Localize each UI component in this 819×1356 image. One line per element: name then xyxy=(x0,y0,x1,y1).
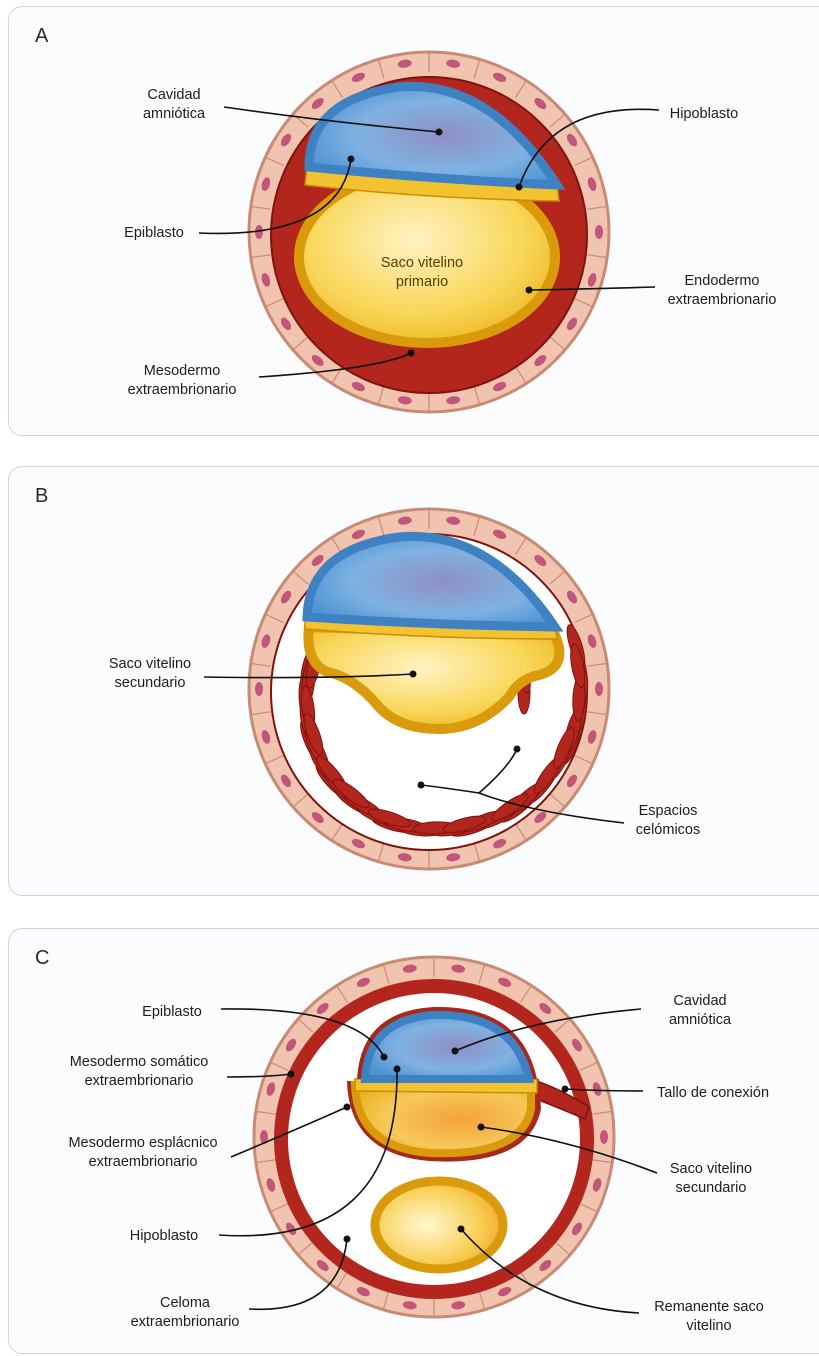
trophoblast-nucleus xyxy=(600,1130,608,1144)
diagram-a: Cavidad amniótica Hipoblasto Epiblasto S… xyxy=(9,7,819,437)
label-espacios-2: celómicos xyxy=(636,822,700,838)
secondary-yolk-sac xyxy=(355,1085,531,1153)
panel-a: A Ca xyxy=(8,6,819,436)
panel-c: C xyxy=(8,928,819,1354)
label-epiblasto: Epiblasto xyxy=(142,1004,202,1020)
label-hipoblasto: Hipoblasto xyxy=(670,106,739,122)
label-somatico-2: extraembrionario xyxy=(85,1073,194,1089)
label-mesodermo-2: extraembrionario xyxy=(128,382,237,398)
diagram-b: Saco vitelino secundario Espacios celómi… xyxy=(9,467,819,897)
trophoblast-nucleus xyxy=(595,225,603,239)
trophoblast-nucleus xyxy=(595,682,603,696)
label-saco-1: Saco vitelino xyxy=(109,656,191,672)
label-saco-2: secundario xyxy=(115,675,186,691)
label-hipoblasto: Hipoblasto xyxy=(130,1228,199,1244)
label-epiblasto: Epiblasto xyxy=(124,225,184,241)
label-saco-1: Saco vitelino xyxy=(381,255,463,271)
label-cavidad-2: amniótica xyxy=(669,1012,732,1028)
label-espacios-1: Espacios xyxy=(639,803,698,819)
label-celoma-2: extraembrionario xyxy=(131,1314,240,1330)
label-saco-2: secundario xyxy=(676,1180,747,1196)
label-esplacnico-1: Mesodermo esplácnico xyxy=(68,1135,217,1151)
label-remanente-2: vitelino xyxy=(686,1318,731,1334)
label-celoma-1: Celoma xyxy=(160,1295,211,1311)
trophoblast-nucleus xyxy=(255,682,263,696)
label-tallo: Tallo de conexión xyxy=(657,1085,769,1101)
label-endodermo-2: extraembrionario xyxy=(668,292,777,308)
label-cavidad-1: Cavidad xyxy=(673,993,726,1009)
label-endodermo-1: Endodermo xyxy=(685,273,760,289)
label-mesodermo-1: Mesodermo xyxy=(144,363,221,379)
label-remanente-1: Remanente saco xyxy=(654,1299,764,1315)
label-somatico-1: Mesodermo somático xyxy=(70,1054,209,1070)
panel-b: B Saco vitelino secundario Espacios xyxy=(8,466,819,896)
remnant-yolk-sac xyxy=(375,1181,503,1269)
diagram-c: Epiblasto Cavidad amniótica Mesodermo so… xyxy=(9,929,819,1355)
label-saco-1: Saco vitelino xyxy=(670,1161,752,1177)
label-cavidad-1: Cavidad xyxy=(147,87,200,103)
label-esplacnico-2: extraembrionario xyxy=(89,1154,198,1170)
label-cavidad-2: amniótica xyxy=(143,106,206,122)
label-saco-2: primario xyxy=(396,274,448,290)
